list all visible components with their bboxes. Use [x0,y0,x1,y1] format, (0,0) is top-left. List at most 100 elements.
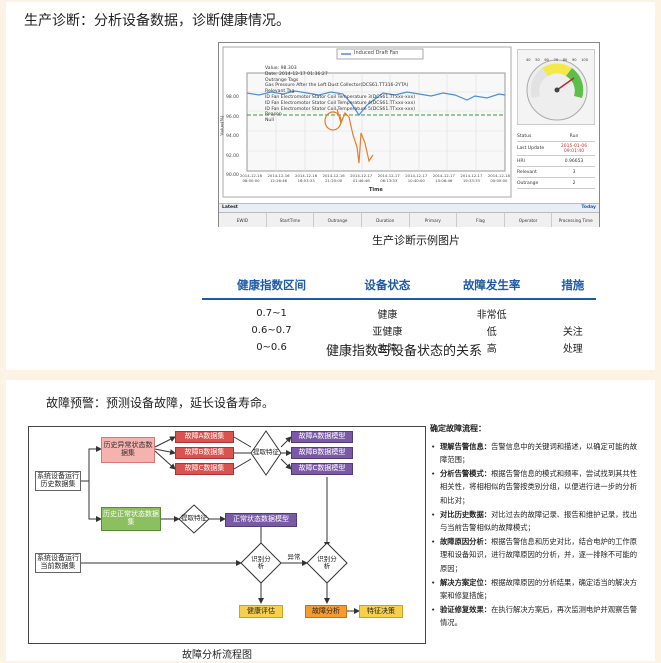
table-cell: 处理 [562,344,583,355]
column-header[interactable]: Outrange [314,213,362,227]
tooltip-line: ID Fan Electromotor Stator Coil Temperat… [265,94,415,100]
diagnosis-screenshot: Induced Draft Fan Value: 98.303 Date: 20… [218,42,600,227]
table-cell: 高 [486,344,497,355]
tooltip-line: Outrange Tags [265,77,299,83]
column-header[interactable]: EWID [219,213,267,227]
fault-a-model: 故障A数据模型 [291,431,353,443]
item-head: 解决方案定位： [440,577,492,587]
latest-bar: Latest Today [219,203,599,212]
x-tick: 2014-12-17 19:33:33 [460,173,483,183]
status-key: HRI [517,158,525,164]
item-head: 理解告警信息： [440,441,492,451]
table-cell [550,299,596,322]
section-heading: 生产诊断：分析设备数据，诊断健康情况。 [24,13,290,29]
x-tick: 2014-12-16 12:26:46 [267,173,290,183]
gauge-ticks: 40 50 60 70 80 90 100 [526,58,588,62]
y-tick: 98.00 [226,95,239,100]
normal-state-model: 正常状态数据模型 [225,513,297,527]
list-item: 分析告警模式：根据告警信息的模式和频率，尝试找到其共性相关性，将相相似的告警按类… [430,467,640,508]
item-head: 验证修复效果： [440,604,492,614]
status-value: 3 [572,169,576,175]
column-header[interactable]: StartTime [267,213,315,227]
item-head: 故障原因分析： [440,536,492,546]
status-row: Last Update 2015-01-06 09:01:40 [517,142,595,156]
status-value: 0.96653 [564,158,584,164]
status-row: HRI 0.96653 [517,156,595,167]
feature-decision: 特征决策 [359,605,403,618]
fault-c-model: 故障C数据模型 [291,463,353,475]
column-header[interactable]: Operator [505,213,553,227]
chart-legend: Induced Draft Fan [354,50,399,56]
column-header[interactable]: Primary [410,213,458,227]
fault-warning-panel: 故障预警：预测设备故障，延长设备寿命。 [6,380,655,661]
identify-analysis-diamond: 识别分析 [317,554,337,570]
table-header-row: 健康指数区间 设备状态 故障发生率 措施 [202,274,596,300]
x-tick: 2014-12-17 06:13:33 [377,173,400,183]
extract-feature-diamond: 提取特征 [253,448,279,457]
today-link[interactable]: Today [581,205,596,210]
table-cell: 非常低 [476,310,507,321]
item-body: 根据告警信息的模式和频率，尝试找到其共性相关性，将相相似的告警按类别分组，以便进… [440,468,638,505]
list-item: 验证修复效果：在执行解决方案后，再次监测电炉并观察告警情况。 [430,603,640,630]
y-axis-label: Value(%) [220,115,226,136]
fault-procedure-notes: 确定故障流程： 理解告警信息：告警信息中的关键词和描述，以确定可能的故障范围； … [430,422,640,630]
flowchart-caption: 故障分析流程图 [182,650,252,661]
latest-tab[interactable]: Latest [222,205,238,210]
status-value: 2 [572,180,576,186]
tooltip-line: Value: 98.303 [265,66,297,71]
table-row: 0~0.6 故障 高 处理 [202,339,596,356]
table-cell: 低 [486,327,497,338]
grid-columns: EWID StartTime Outrange Duration Primary… [219,212,599,227]
table-cell: 健康 [377,310,398,321]
x-tick: 2014-12-16 21:20:00 [322,173,345,183]
x-tick: 2014-12-16 08:00:00 [239,173,263,183]
notes-list: 理解告警信息：告警信息中的关键词和描述，以确定可能的故障范围； 分析告警模式：根… [430,440,640,630]
tooltip-line: Date: 2014-12-17 01:36:27 [265,71,328,77]
panel-body: 生产诊断：分析设备数据，诊断健康情况。 [6,2,655,370]
screenshot-graphic [222,46,512,198]
fault-analysis: 故障分析 [305,605,347,618]
y-tick: 90.00 [226,173,239,179]
x-axis-label: Time [369,187,383,193]
flowchart-connectors [81,430,360,614]
gauge-graphic [526,59,588,121]
list-item: 理解告警信息：告警信息中的关键词和描述，以确定可能的故障范围； [430,440,640,467]
status-key: Relevant [517,169,537,175]
x-tick: 2014-12-16 16:53:33 [295,173,318,183]
chart-tooltip: Value: 98.303 Date: 2014-12-17 01:36:27 … [265,66,415,124]
notes-title: 确定故障流程： [430,424,486,433]
list-item: 解决方案定位：根据故障原因的分析结果，确定适当的解决方案和修复措施； [430,576,640,603]
y-axis-ticks: 98.00 96.00 94.00 92.00 90.00 [226,88,239,186]
extract-feature-diamond: 提取特征 [181,514,207,523]
table-cell: 故障 [377,344,398,355]
gauge-tick: 60 [544,58,549,62]
column-header: 故障发生率 [433,274,550,300]
health-eval: 健康评估 [239,605,283,618]
column-header[interactable]: Processing Time [558,218,593,223]
x-tick: 2014-12-17 15:06:46 [432,173,455,183]
gauge-tick: 90 [571,58,577,62]
x-axis-ticks: 2014-12-16 08:00:00 2014-12-16 12:26:46 … [239,173,511,183]
list-item: 对比历史数据：对比过去的故障记录、报告和维护记录，找出与当前告警相似的故障模式； [430,508,640,535]
table-cell: 0~0.6 [256,342,287,353]
column-header: 设备状态 [341,274,434,300]
x-tick: 2014-12-18 00:00:00 [487,173,510,183]
gauge-tick: 70 [553,58,559,62]
gauge-tick: 100 [581,58,588,62]
item-body: 根据告警信息和历史对比，结合电炉的工作原理和设备知识，进行故障原因的分析，并，逐… [440,536,638,573]
column-header[interactable]: Duration [362,213,410,227]
y-tick: 92.00 [226,153,239,159]
column-header[interactable]: Flag [457,213,505,227]
table-cell: 亚健康 [372,327,403,338]
gauge-tick: 80 [562,58,568,62]
status-row: Outrange 2 [517,178,595,189]
screenshot-caption: 生产诊断示例图片 [372,234,460,247]
fault-b-dataset: 故障B数据集 [175,447,234,459]
abnormal-label: 异常 [287,552,301,561]
item-body: 在执行解决方案后，再次监测电炉并观察告警情况。 [440,604,638,628]
item-body: 告警信息中的关键词和描述，以确定可能的故障范围； [440,441,638,465]
status-row: Relevant 3 [517,167,595,178]
fault-flowchart: 系统设备运行历史数据集 历史异常状态数据集 故障A数据集 故障B数据集 故障C数… [28,426,426,644]
column-header: 措施 [549,274,596,300]
tooltip-line: Null [265,118,274,124]
